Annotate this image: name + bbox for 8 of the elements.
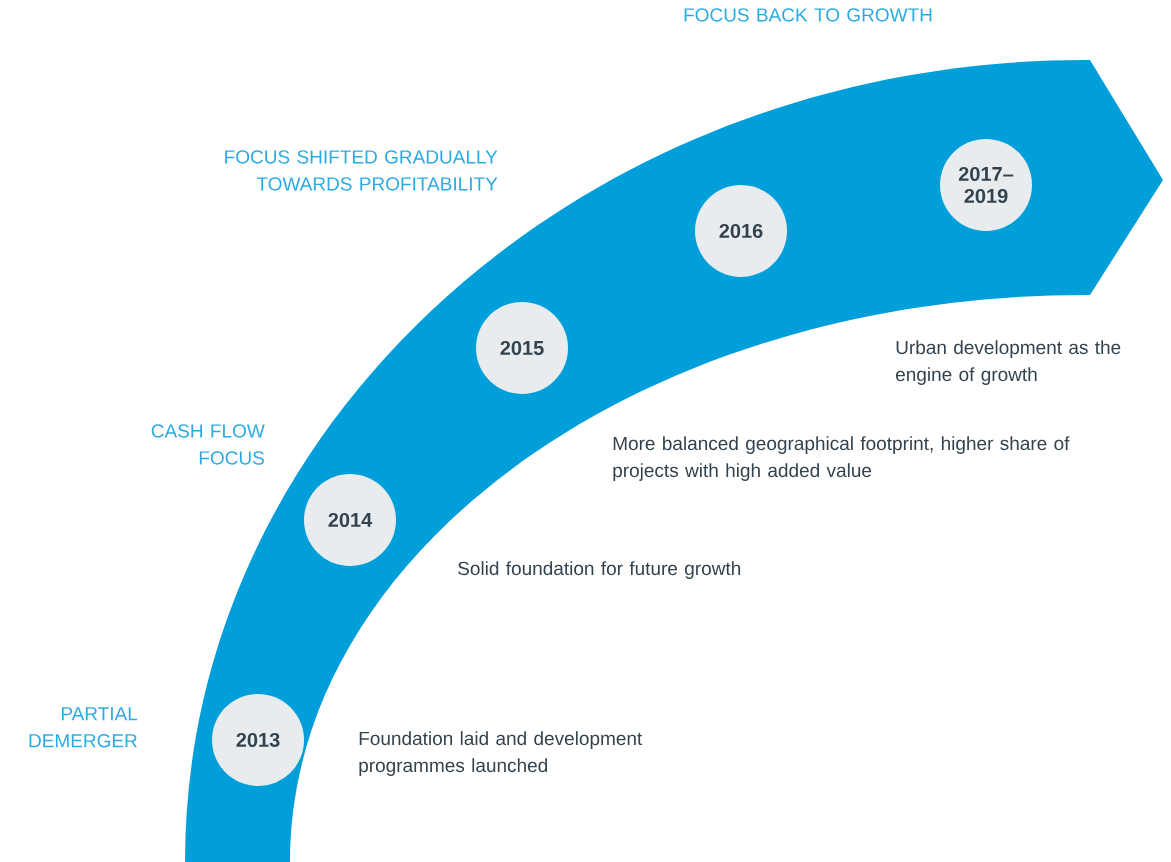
phase-label: CASH FLOW FOCUS <box>151 424 265 465</box>
phase-label: PARTIAL DEMERGER <box>29 707 138 748</box>
description-text: Urban development as the engine of growth <box>896 340 1121 385</box>
description-text: Solid foundation for future growth <box>458 561 741 579</box>
description-text: Foundation laid and development programmes launched <box>359 731 643 776</box>
description-text: More balanced geographical footprint, higher share of projects with high added value <box>613 436 1070 481</box>
phase-label: FOCUS SHIFTED GRADUALLY TOWARDS PROFITABILITY <box>225 150 498 191</box>
phase-label: FOCUS BACK TO GROWTH <box>684 8 932 22</box>
